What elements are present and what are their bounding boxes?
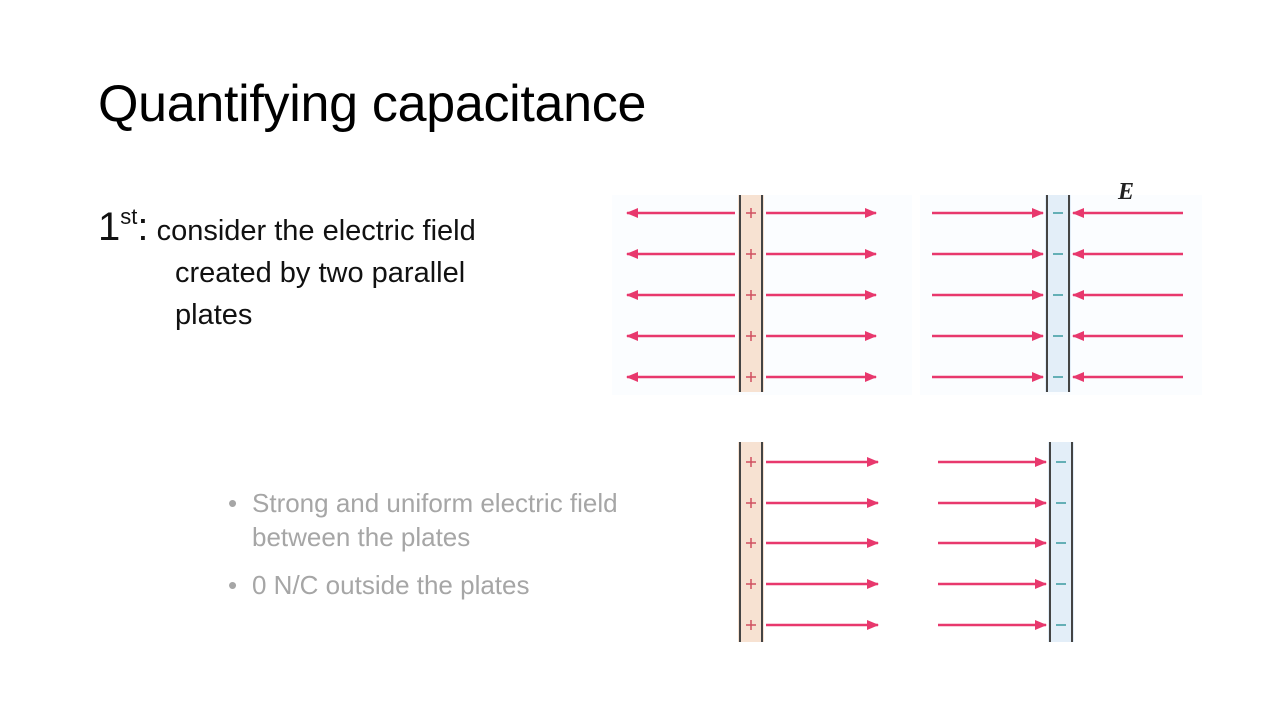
bullet-item: 0 N/C outside the plates: [228, 568, 698, 602]
step-first-line: 1st: consider the electric field: [98, 196, 578, 252]
negative-plate: [1048, 442, 1074, 642]
step-suffix: st: [120, 204, 138, 229]
step-text-line2: created by two parallel: [175, 257, 466, 289]
individual-positive-plate-field: [612, 195, 912, 395]
slide-title: Quantifying capacitance: [98, 75, 647, 133]
individual-negative-plate-field: [920, 195, 1202, 395]
step-block: 1st: consider the electric field created…: [98, 196, 578, 336]
combined-positive-plate-field: [738, 442, 879, 642]
negative-plate: [1045, 195, 1071, 392]
bullet-list: Strong and uniform electric field betwee…: [228, 486, 698, 616]
step-text-line1: consider the electric field: [156, 215, 476, 247]
step-number: 1st:: [98, 204, 149, 249]
bullet-item: Strong and uniform electric field betwee…: [228, 486, 698, 554]
combined-negative-plate-field: [938, 442, 1074, 642]
step-text-line3: plates: [175, 299, 253, 331]
field-label: E: [1117, 179, 1134, 205]
